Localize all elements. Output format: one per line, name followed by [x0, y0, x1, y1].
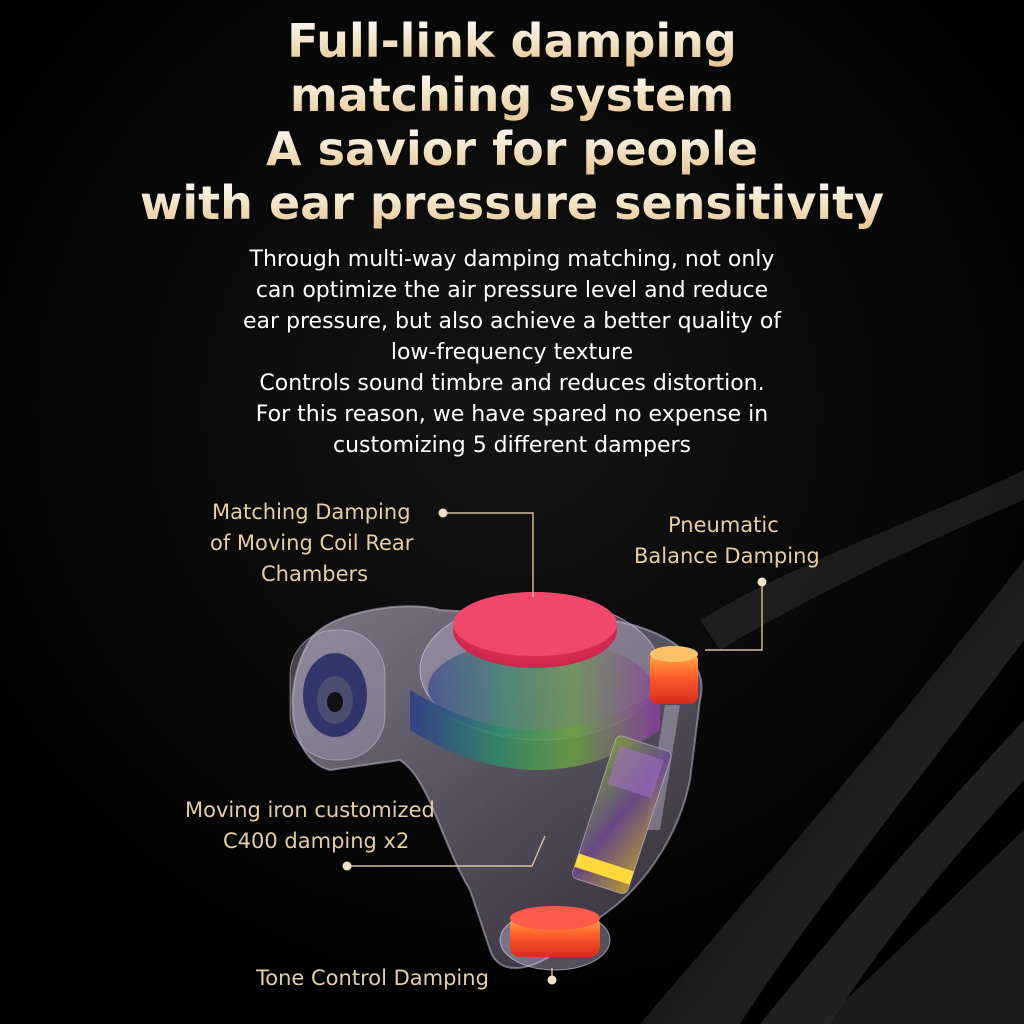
- description-line-1: Through multi-way damping matching, not …: [249, 247, 775, 272]
- description-line-7: customizing 5 different dampers: [333, 433, 691, 458]
- callout-pneumatic-line-1: Pneumatic: [668, 513, 779, 537]
- callout-dot-pneumatic: [757, 577, 767, 587]
- callout-moving-iron-line-2: C400 damping x2: [223, 829, 410, 853]
- callout-rear-chamber-line-3: Chambers: [261, 562, 369, 586]
- headline-line-2: matching system: [0, 68, 1024, 122]
- callout-rear-chamber-line-1: Matching Damping: [212, 500, 411, 524]
- headline-line-4: with ear pressure sensitivity: [0, 176, 1024, 230]
- callout-dot-moving-iron: [342, 861, 352, 871]
- description-line-3: ear pressure, but also achieve a better …: [242, 309, 782, 334]
- description-line-4: low-frequency texture: [390, 340, 634, 365]
- callout-moving-iron-line-1: Moving iron customized: [185, 798, 435, 822]
- description-line-6: For this reason, we have spared no expen…: [255, 402, 769, 427]
- callout-dot-rear-chamber: [438, 508, 448, 518]
- callout-rear-chamber-line-2: of Moving Coil Rear: [210, 531, 414, 555]
- description-line-5: Controls sound timbre and reduces distor…: [259, 371, 765, 396]
- earphone-cutaway-illustration: [289, 592, 703, 971]
- headline-line-1: Full-link damping: [0, 14, 1024, 68]
- callout-pneumatic-line-2: Balance Damping: [634, 544, 820, 568]
- callout-tone-control: Tone Control Damping: [256, 966, 489, 990]
- callout-dot-tone-control: [547, 975, 557, 985]
- description-line-2: can optimize the air pressure level and …: [255, 278, 769, 303]
- headline-line-3: A savior for people: [0, 122, 1024, 176]
